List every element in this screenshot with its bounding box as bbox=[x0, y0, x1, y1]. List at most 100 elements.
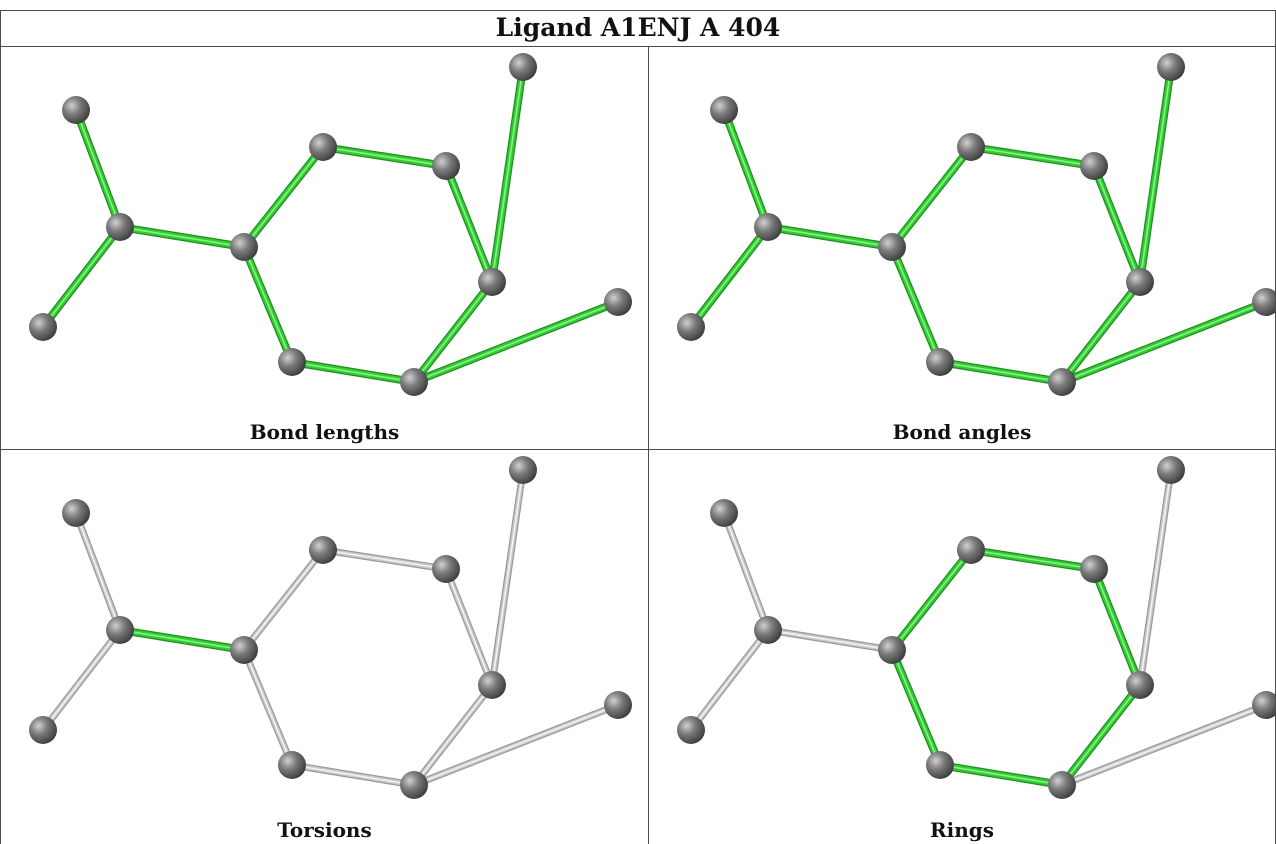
bond-2-3-highlighted bbox=[967, 143, 1098, 170]
bond-0-7-highlighted bbox=[720, 106, 772, 231]
bond-4-5-highlighted bbox=[1058, 278, 1144, 386]
bond-4-9-highlighted bbox=[488, 63, 527, 286]
bond-5-10-highlighted bbox=[410, 298, 622, 386]
bond-4-5-highlighted bbox=[410, 278, 496, 386]
atom-10 bbox=[604, 691, 632, 719]
atom-8 bbox=[677, 313, 705, 341]
atom-9 bbox=[1157, 456, 1185, 484]
bond-0-7 bbox=[72, 509, 124, 634]
bond-0-1 bbox=[764, 626, 896, 654]
panel-label-bond-angles: Bond angles bbox=[892, 420, 1032, 444]
bond-4-5-highlighted bbox=[1058, 681, 1144, 789]
atom-3 bbox=[1080, 555, 1108, 583]
atom-2 bbox=[957, 133, 985, 161]
panel-label-bond-lengths: Bond lengths bbox=[249, 420, 400, 444]
atom-3 bbox=[432, 152, 460, 180]
atom-3 bbox=[432, 555, 460, 583]
atom-7 bbox=[710, 499, 738, 527]
bond-0-8-highlighted bbox=[687, 223, 772, 331]
bond-6-1-highlighted bbox=[888, 646, 944, 769]
bond-5-10 bbox=[1058, 701, 1270, 789]
bond-0-1-highlighted bbox=[764, 223, 896, 251]
atom-7 bbox=[62, 499, 90, 527]
atom-9 bbox=[1157, 53, 1185, 81]
atom-7 bbox=[62, 96, 90, 124]
atom-5 bbox=[1048, 771, 1076, 799]
bond-3-4-highlighted bbox=[442, 162, 496, 286]
bond-0-1-highlighted bbox=[116, 626, 248, 654]
molecule-panel-rings bbox=[677, 456, 1275, 799]
bond-1-2-highlighted bbox=[888, 143, 975, 251]
bond-2-3-highlighted bbox=[967, 546, 1098, 573]
atom-1 bbox=[878, 233, 906, 261]
border-top bbox=[0, 10, 1276, 11]
atom-6 bbox=[926, 348, 954, 376]
atom-1 bbox=[878, 636, 906, 664]
atom-1 bbox=[230, 233, 258, 261]
bond-3-4 bbox=[442, 565, 496, 689]
bond-0-7-highlighted bbox=[72, 106, 124, 231]
molecule-panel-bond-angles bbox=[677, 53, 1275, 396]
atom-4 bbox=[478, 268, 506, 296]
bond-1-2-highlighted bbox=[240, 143, 327, 251]
bond-1-2 bbox=[240, 546, 327, 654]
atom-9 bbox=[509, 53, 537, 81]
panel-label-torsions: Torsions bbox=[277, 818, 372, 842]
atom-8 bbox=[29, 313, 57, 341]
atom-8 bbox=[29, 716, 57, 744]
bond-4-9-highlighted bbox=[1136, 63, 1175, 286]
atom-5 bbox=[400, 771, 428, 799]
bond-1-2-highlighted bbox=[888, 546, 975, 654]
panel-label-rings: Rings bbox=[929, 818, 994, 842]
atom-4 bbox=[1126, 671, 1154, 699]
atom-8 bbox=[677, 716, 705, 744]
atom-6 bbox=[926, 751, 954, 779]
atom-4 bbox=[478, 671, 506, 699]
atom-2 bbox=[309, 536, 337, 564]
bond-5-6-highlighted bbox=[288, 358, 418, 386]
border-left bbox=[0, 10, 1, 844]
bond-4-9 bbox=[488, 466, 527, 689]
molecule-panel-bond-lengths bbox=[29, 53, 632, 396]
bond-0-1-highlighted bbox=[116, 223, 248, 251]
atom-10 bbox=[1252, 691, 1275, 719]
atom-0 bbox=[106, 213, 134, 241]
bond-5-10-highlighted bbox=[1058, 298, 1270, 386]
atom-10 bbox=[1252, 288, 1275, 316]
atom-9 bbox=[509, 456, 537, 484]
atom-5 bbox=[400, 368, 428, 396]
atom-2 bbox=[957, 536, 985, 564]
border-title-bottom bbox=[0, 46, 1276, 47]
atom-4 bbox=[1126, 268, 1154, 296]
bond-3-4-highlighted bbox=[1090, 162, 1144, 286]
atom-6 bbox=[278, 348, 306, 376]
bond-5-6 bbox=[288, 761, 418, 789]
bond-0-7 bbox=[720, 509, 772, 634]
figure-title: Ligand A1ENJ A 404 bbox=[495, 13, 781, 42]
atom-0 bbox=[754, 616, 782, 644]
bond-5-10 bbox=[410, 701, 622, 789]
bond-3-4-highlighted bbox=[1090, 565, 1144, 689]
atom-6 bbox=[278, 751, 306, 779]
bond-6-1-highlighted bbox=[888, 243, 944, 366]
atom-2 bbox=[309, 133, 337, 161]
bond-0-8 bbox=[687, 626, 772, 734]
atom-0 bbox=[106, 616, 134, 644]
bond-0-8-highlighted bbox=[39, 223, 124, 331]
border-row-divider bbox=[0, 449, 1276, 450]
bond-2-3-highlighted bbox=[319, 143, 450, 170]
atom-7 bbox=[710, 96, 738, 124]
atom-10 bbox=[604, 288, 632, 316]
bond-5-6-highlighted bbox=[936, 761, 1066, 789]
border-middle bbox=[648, 46, 649, 844]
atom-1 bbox=[230, 636, 258, 664]
atom-5 bbox=[1048, 368, 1076, 396]
bond-6-1-highlighted bbox=[240, 243, 296, 366]
bond-2-3 bbox=[319, 546, 450, 573]
atom-3 bbox=[1080, 152, 1108, 180]
atom-0 bbox=[754, 213, 782, 241]
bond-5-6-highlighted bbox=[936, 358, 1066, 386]
bond-4-9 bbox=[1136, 466, 1175, 689]
bond-4-5 bbox=[410, 681, 496, 789]
